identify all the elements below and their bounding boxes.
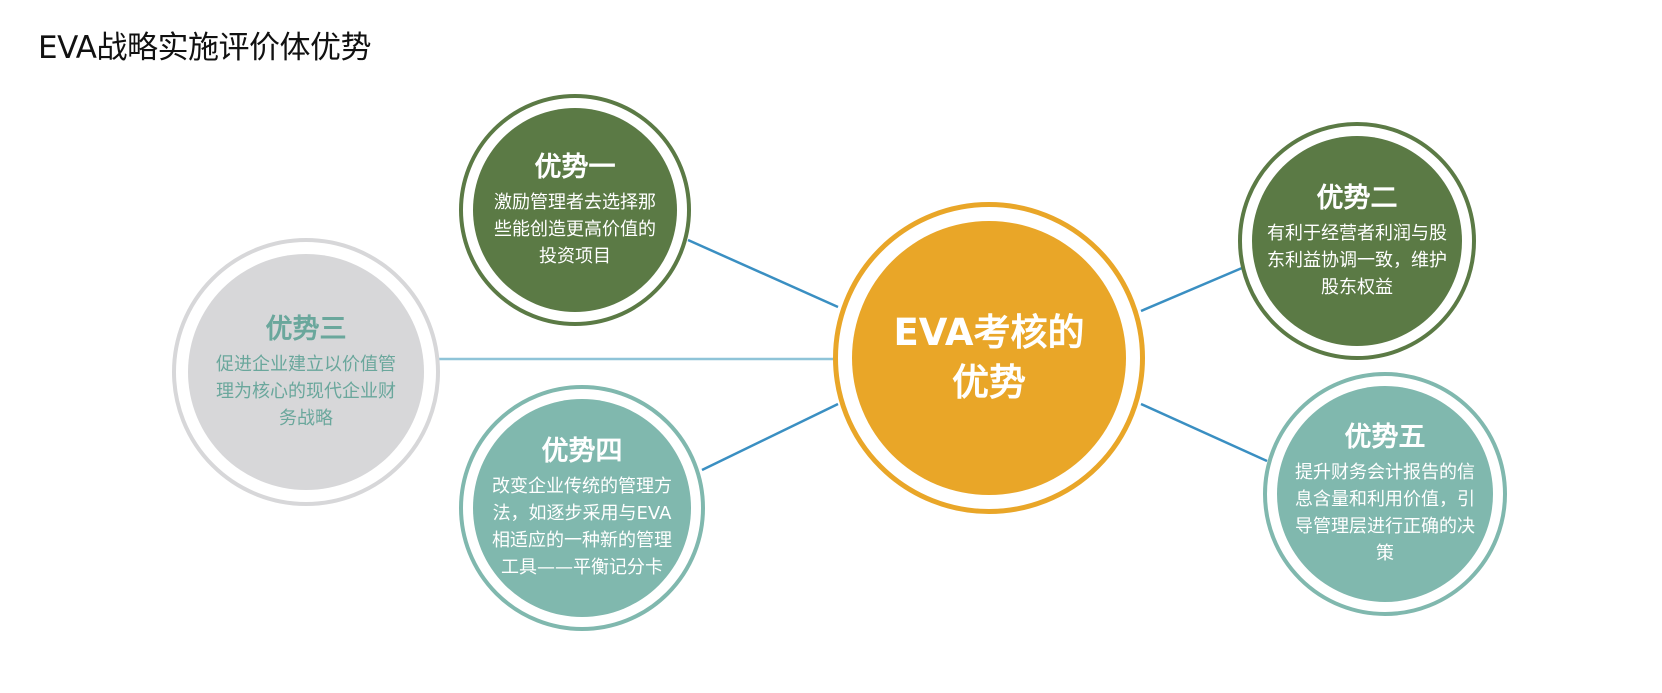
advantage-node-2: 优势二 有利于经营者利润与股东利益协调一致，维护股东权益 [1238,122,1476,360]
connector-advantage-4 [701,402,839,472]
page-title: EVA战略实施评价体优势 [38,30,372,66]
advantage-node-2-fill: 优势二 有利于经营者利润与股东利益协调一致，维护股东权益 [1252,136,1462,346]
advantage-body: 激励管理者去选择那些能创造更高价值的投资项目 [494,191,656,267]
center-node-fill: EVA考核的优势 [852,221,1126,495]
advantage-body: 改变企业传统的管理方法，如逐步采用与EVA相适应的一种新的管理工具——平衡记分卡 [492,476,672,578]
advantage-node-1: 优势一 激励管理者去选择那些能创造更高价值的投资项目 [459,94,691,326]
advantage-heading: 优势一 [534,151,616,183]
advantage-node-3: 优势三 促进企业建立以价值管理为核心的现代企业财务战略 [172,238,440,506]
center-node: EVA考核的优势 [833,202,1145,514]
advantage-node-5-fill: 优势五 提升财务会计报告的信息含量和利用价值，引导管理层进行正确的决策 [1277,386,1493,602]
advantage-node-5: 优势五 提升财务会计报告的信息含量和利用价值，引导管理层进行正确的决策 [1263,372,1507,616]
advantage-node-3-fill: 优势三 促进企业建立以价值管理为核心的现代企业财务战略 [188,254,424,490]
advantage-heading: 优势四 [541,436,623,467]
advantage-body: 促进企业建立以价值管理为核心的现代企业财务战略 [216,353,396,429]
advantage-body: 有利于经营者利润与股东利益协调一致，维护股东权益 [1267,222,1447,298]
advantage-body: 提升财务会计报告的信息含量和利用价值，引导管理层进行正确的决策 [1295,462,1475,564]
advantage-heading: 优势二 [1316,182,1398,214]
advantage-heading: 优势五 [1344,422,1426,453]
advantage-node-1-fill: 优势一 激励管理者去选择那些能创造更高价值的投资项目 [473,108,677,312]
connector-advantage-5 [1140,402,1268,463]
advantage-node-4-fill: 优势四 改变企业传统的管理方法，如逐步采用与EVA相适应的一种新的管理工具——平… [473,399,691,617]
advantage-node-4: 优势四 改变企业传统的管理方法，如逐步采用与EVA相适应的一种新的管理工具——平… [459,385,705,631]
advantage-heading: 优势三 [265,313,347,345]
connector-advantage-2 [1140,266,1243,313]
center-title: EVA考核的优势 [893,311,1085,404]
connector-advantage-1 [687,238,839,309]
